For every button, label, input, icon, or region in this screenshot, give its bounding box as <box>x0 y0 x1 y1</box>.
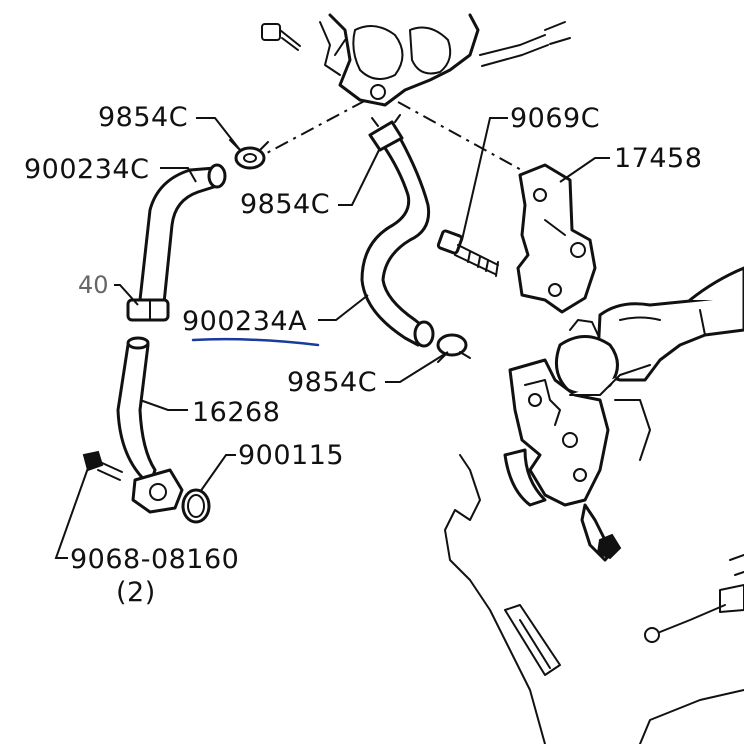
label-900115: 900115 <box>238 440 344 471</box>
linkage-right <box>644 554 744 643</box>
reference-line-right <box>397 101 526 173</box>
label-9069c: 9069C <box>510 103 600 134</box>
leader-9854c-bottom <box>385 351 449 383</box>
highlight-underline <box>191 337 320 347</box>
clamp-9854c-center-top <box>368 114 404 152</box>
leader-9854c-top <box>196 117 241 151</box>
bolt-9068-08160 <box>82 450 123 481</box>
label-40: 40 <box>78 271 109 299</box>
clamp-9854c-center-bottom <box>436 333 471 363</box>
bolt-9069c <box>436 229 499 277</box>
label-9854c-bottom: 9854C <box>287 367 377 398</box>
clamp-9854c-upper <box>229 139 269 170</box>
leader-900234a <box>318 294 369 321</box>
pipe-top-right <box>479 21 571 67</box>
leader-900115 <box>199 454 236 493</box>
hose-900234c <box>138 163 227 305</box>
pipe-16268 <box>116 336 184 514</box>
label-16268: 16268 <box>192 397 280 428</box>
egr-assembly-right <box>503 266 744 562</box>
engine-block-outline <box>444 454 744 744</box>
label-17458: 17458 <box>614 143 702 174</box>
leader-17458 <box>559 157 610 183</box>
label-900234c: 900234C <box>24 154 149 185</box>
bolt-top-left <box>261 23 301 51</box>
engine-housing-top <box>319 13 480 107</box>
leader-9854c-mid <box>338 147 381 206</box>
gasket-900115-inner <box>187 494 205 518</box>
label-9068-08160: 9068-08160 <box>70 544 239 575</box>
leader-40 <box>114 284 139 306</box>
label-900234a: 900234A <box>182 306 307 337</box>
leader-9068-08160 <box>54 467 89 559</box>
label-9854c-top: 9854C <box>98 102 188 133</box>
clamp-lower-left <box>126 298 170 322</box>
hose-900234a <box>360 136 435 348</box>
leader-900234c <box>160 167 197 183</box>
leader-9069c <box>461 117 508 241</box>
label-9854c-mid: 9854C <box>240 189 330 220</box>
reference-line-left <box>249 97 371 163</box>
bracket-17458 <box>516 163 597 314</box>
leader-16268 <box>139 399 188 411</box>
label-quantity-2: (2) <box>116 577 156 608</box>
